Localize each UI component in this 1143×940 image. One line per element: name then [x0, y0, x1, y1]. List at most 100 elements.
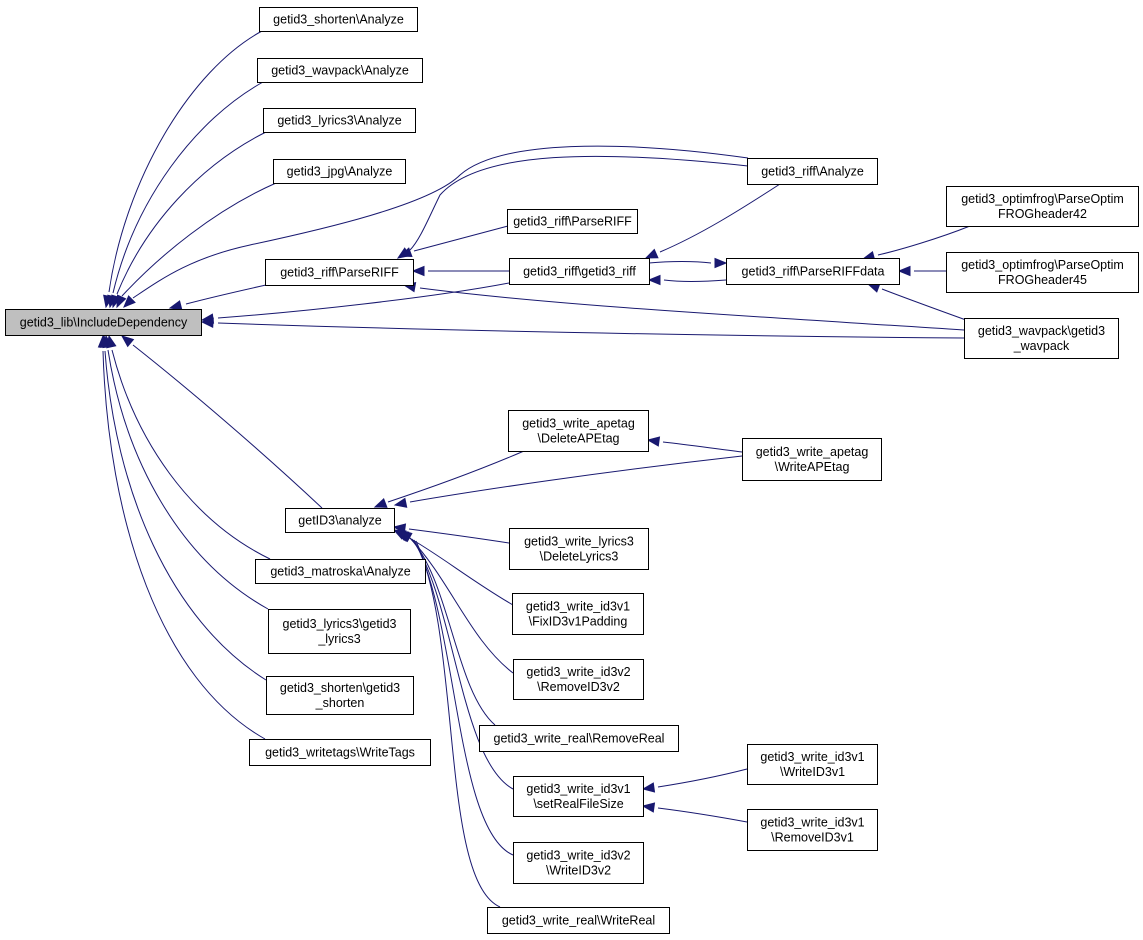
node-jpg_analyze[interactable]: getid3_jpg\Analyze: [273, 159, 406, 184]
node-label: getid3_riff\getid3_riff: [523, 265, 636, 279]
node-riff_parseriff_2[interactable]: getid3_riff\ParseRIFF: [507, 209, 638, 234]
edge-arrowhead: [641, 782, 656, 793]
node-root[interactable]: getid3_lib\IncludeDependency: [5, 309, 202, 336]
edge-id3v2_remove-to-getid3_analyze: [394, 530, 514, 674]
node-box: [513, 776, 644, 817]
node-box: [255, 559, 426, 584]
node-shorten_ctor[interactable]: getid3_shorten\getid3_shorten: [266, 676, 414, 715]
node-riff_parseriffdata[interactable]: getid3_riff\ParseRIFFdata: [726, 258, 900, 285]
edge-arrowhead: [644, 248, 659, 259]
node-box: [512, 593, 644, 635]
edge-real_write-to-getid3_analyze: [398, 531, 501, 908]
node-label: getid3_write_apetag: [522, 417, 635, 431]
node-real_write[interactable]: getid3_write_real\WriteReal: [487, 907, 670, 934]
node-box: [273, 159, 406, 184]
node-wavpack_analyze[interactable]: getid3_wavpack\Analyze: [257, 58, 423, 83]
edge-arrowhead: [398, 247, 413, 258]
edge-arrowhead: [200, 317, 214, 328]
node-label: getid3_write_id3v2: [526, 849, 630, 863]
edge-line: [413, 539, 514, 856]
node-lyrics3_analyze[interactable]: getid3_lyrics3\Analyze: [263, 108, 416, 133]
node-id3v1_setrealfilesize[interactable]: getid3_write_id3v1\setRealFileSize: [513, 776, 644, 817]
node-box: [513, 842, 644, 884]
node-label: getid3_jpg\Analyze: [287, 165, 393, 179]
node-id3v1_fixpadding[interactable]: getid3_write_id3v1\FixID3v1Padding: [512, 593, 644, 635]
edge-arrowhead: [168, 300, 183, 311]
node-label: getid3_write_real\WriteReal: [502, 914, 655, 928]
edge-riff_analyze-to-root: [123, 145, 749, 308]
edge-matroska_analyze-to-root: [106, 334, 271, 560]
node-id3v1_remove[interactable]: getid3_write_id3v1\RemoveID3v1: [747, 809, 878, 851]
node-label: FROGheader45: [998, 273, 1087, 287]
node-box: [285, 508, 395, 533]
edge-line: [662, 441, 743, 453]
edge-line: [415, 540, 501, 908]
edge-riff_parseriff_2-to-riff_parseriff_main: [398, 225, 509, 258]
node-label: getid3_writetags\WriteTags: [265, 746, 415, 760]
node-wavpack_ctor[interactable]: getid3_wavpack\getid3_wavpack: [964, 318, 1119, 359]
edge-wavpack_ctor-to-root: [200, 317, 965, 339]
edge-line: [881, 288, 967, 321]
node-label: getid3_wavpack\getid3: [978, 324, 1105, 338]
node-label: getid3_write_id3v1: [526, 782, 630, 796]
edge-line: [419, 287, 965, 331]
edge-arrowhead: [373, 498, 388, 508]
node-real_remove[interactable]: getid3_write_real\RemoveReal: [479, 725, 679, 752]
node-lyrics3_delete[interactable]: getid3_write_lyrics3\DeleteLyrics3: [509, 528, 649, 570]
node-label: getid3_wavpack\Analyze: [271, 64, 409, 78]
edge-line: [657, 807, 748, 823]
node-label: getid3_write_apetag: [756, 445, 869, 459]
nodes-layer: getid3_lib\IncludeDependency getid3_short…: [5, 7, 1139, 934]
node-id3v2_write[interactable]: getid3_write_id3v2\WriteID3v2: [513, 842, 644, 884]
node-label: getid3_write_id3v2: [526, 665, 630, 679]
node-label: _shorten: [315, 696, 365, 710]
edge-line: [104, 350, 267, 681]
node-id3v1_write[interactable]: getid3_write_id3v1\WriteID3v1: [747, 744, 878, 785]
edge-line: [217, 322, 965, 339]
edge-riff_parseriff_main-to-root: [168, 284, 267, 311]
node-writetags[interactable]: getid3_writetags\WriteTags: [249, 739, 431, 766]
node-riff_ctor[interactable]: getid3_riff\getid3_riff: [509, 258, 650, 285]
edge-line: [648, 261, 712, 264]
node-label: FROGheader42: [998, 207, 1087, 221]
edge-arrowhead: [116, 294, 127, 309]
edge-line: [107, 349, 269, 610]
node-box: [726, 258, 900, 285]
node-label: getID3\analyze: [298, 514, 381, 528]
node-label: getid3_shorten\getid3: [280, 681, 400, 695]
edge-line: [657, 768, 748, 788]
node-shorten_analyze[interactable]: getid3_shorten\Analyze: [259, 7, 418, 32]
edge-riff_ctor-to-riff_parseriffdata: [648, 257, 728, 269]
edge-arrowhead: [123, 295, 136, 308]
node-apetag_write[interactable]: getid3_write_apetag\WriteAPEtag: [742, 438, 882, 481]
node-box: [742, 438, 882, 481]
node-matroska_analyze[interactable]: getid3_matroska\Analyze: [255, 559, 426, 584]
edge-line: [111, 349, 271, 560]
edge-shorten_ctor-to-root: [99, 334, 267, 681]
node-apetag_delete[interactable]: getid3_write_apetag\DeleteAPEtag: [508, 410, 649, 452]
node-box: [249, 739, 431, 766]
node-riff_analyze[interactable]: getid3_riff\Analyze: [747, 158, 878, 185]
edge-line: [408, 528, 510, 544]
node-lyrics3_ctor[interactable]: getid3_lyrics3\getid3_lyrics3: [268, 609, 411, 654]
edge-arrowhead: [398, 531, 413, 543]
node-box: [509, 528, 649, 570]
node-riff_parseriff_main[interactable]: getid3_riff\ParseRIFF: [265, 259, 414, 286]
node-label: getid3_matroska\Analyze: [270, 565, 410, 579]
node-box: [263, 108, 416, 133]
node-getid3_analyze[interactable]: getID3\analyze: [285, 508, 395, 533]
edge-line: [387, 450, 525, 503]
node-id3v2_remove[interactable]: getid3_write_id3v2\RemoveID3v2: [513, 659, 644, 700]
node-box: [507, 209, 638, 234]
node-label: \DeleteAPEtag: [538, 432, 620, 446]
edge-shorten_analyze-to-root: [103, 30, 263, 309]
node-label: getid3_lyrics3\getid3: [283, 617, 397, 631]
edge-wavpack_ctor-to-riff_parseriff_main: [402, 281, 965, 331]
node-label: _lyrics3: [317, 632, 360, 646]
node-label: getid3_riff\ParseRIFFdata: [742, 265, 885, 279]
node-box: [513, 659, 644, 700]
edge-arrowhead: [641, 802, 656, 813]
edge-apetag_write-to-getid3_analyze: [393, 455, 743, 508]
